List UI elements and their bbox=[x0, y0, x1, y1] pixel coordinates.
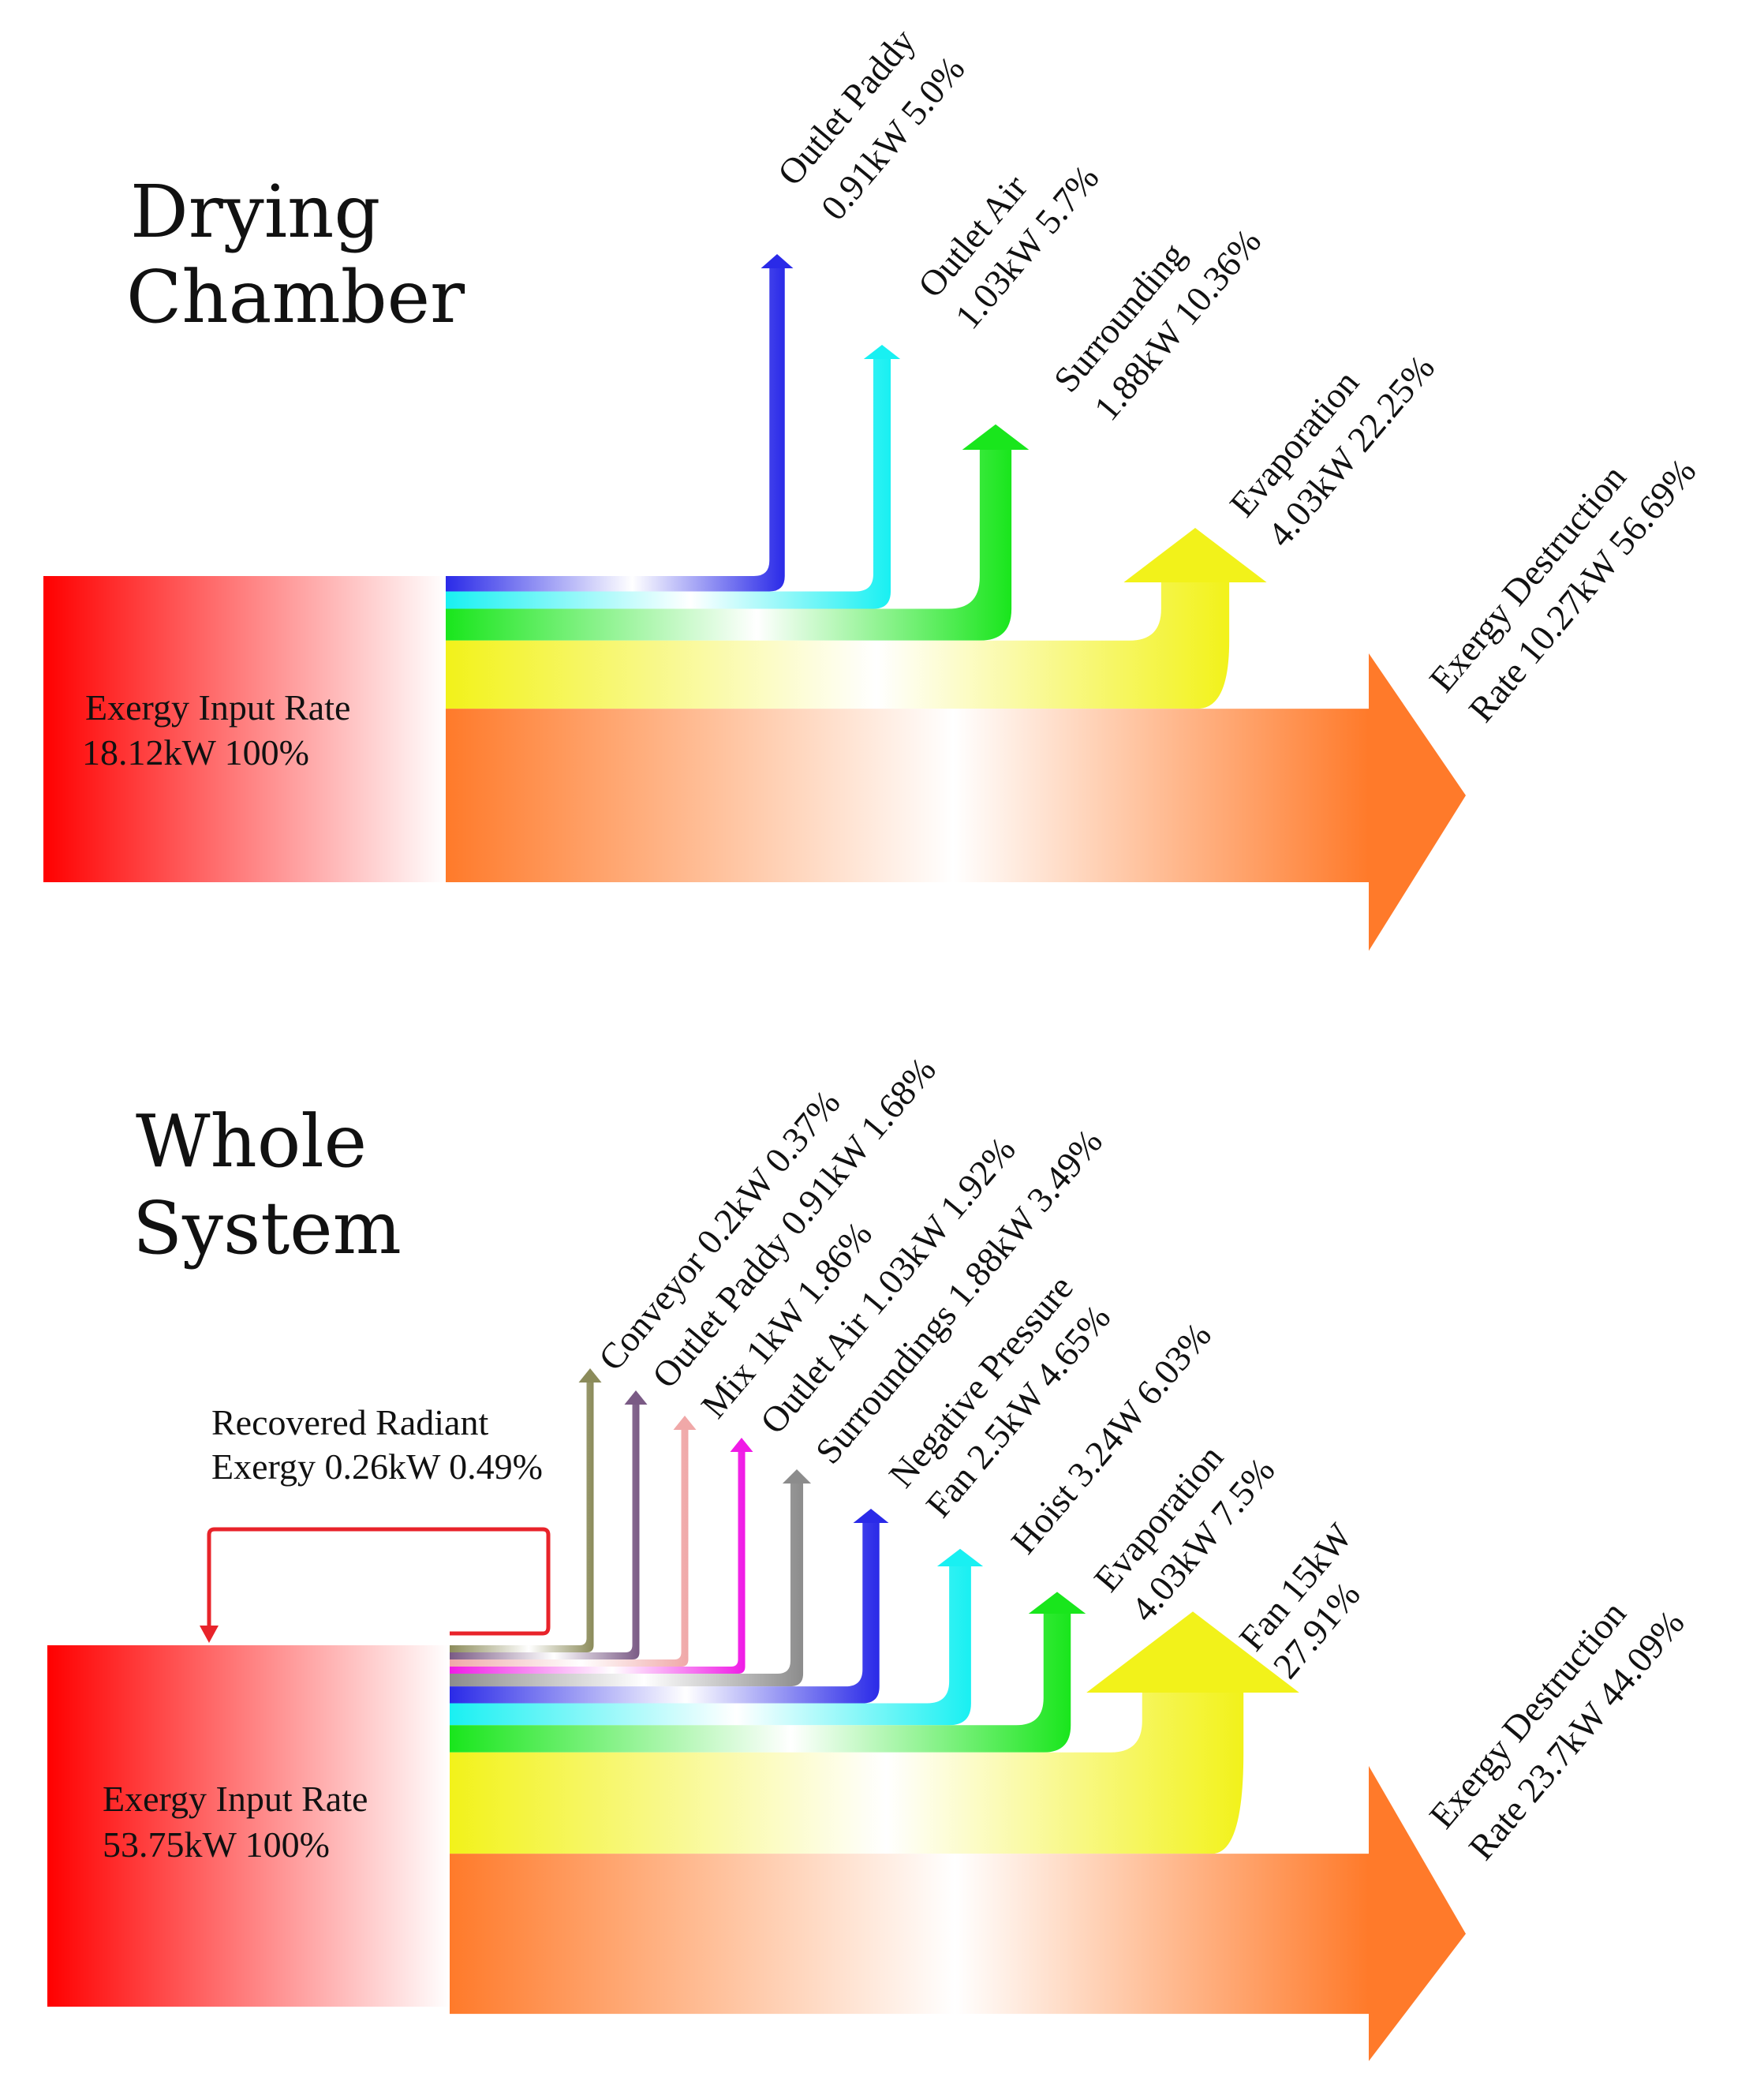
flow-evaporation bbox=[446, 582, 1230, 709]
whole-input-block bbox=[47, 1645, 450, 2007]
flow-hoist bbox=[450, 1566, 971, 1726]
drying-chamber-diagram: Drying Chamber Exergy Input Rate 18.12kW… bbox=[43, 21, 1703, 951]
arrowhead-surroundings bbox=[782, 1469, 812, 1484]
drying-title-line1: Drying bbox=[130, 170, 380, 254]
drying-input-value: 18.12kW 100% bbox=[82, 732, 309, 773]
arrowhead-hoist bbox=[936, 1548, 984, 1566]
arrowhead-surrounding bbox=[962, 424, 1030, 450]
flow-evaporation bbox=[450, 1614, 1071, 1753]
flow-fan bbox=[450, 1693, 1244, 1854]
whole-system-diagram: Whole System Recovered Radiant Exergy 0.… bbox=[47, 1050, 1692, 2061]
flow-surrounding bbox=[446, 450, 1012, 641]
whole-title-line1: Whole bbox=[136, 1099, 367, 1184]
drying-input-label: Exergy Input Rate bbox=[85, 687, 350, 728]
arrowhead-negative-pressure-fan bbox=[853, 1509, 889, 1523]
arrowhead-outlet-air bbox=[730, 1438, 753, 1452]
arrowhead-outlet-air bbox=[863, 345, 901, 359]
recovered-label-1: Recovered Radiant bbox=[211, 1402, 488, 1442]
arrowhead-evaporation bbox=[1123, 527, 1267, 582]
whole-input-label: Exergy Input Rate bbox=[103, 1779, 368, 1819]
whole-system-flows bbox=[200, 1368, 1466, 2061]
whole-title-line2: System bbox=[133, 1186, 402, 1270]
flow-exergy-destruction bbox=[450, 1766, 1466, 2061]
flow-outlet-paddy bbox=[450, 1405, 640, 1659]
drying-input-block bbox=[43, 576, 446, 882]
arrowhead-evaporation bbox=[1028, 1592, 1086, 1614]
flow-exergy-destruction bbox=[446, 653, 1466, 951]
flow-outlet-air bbox=[446, 359, 891, 609]
arrowhead-conveyor bbox=[578, 1368, 602, 1382]
arrowhead-fan bbox=[1086, 1611, 1299, 1693]
drying-title-line2: Chamber bbox=[126, 255, 465, 339]
drying-flows bbox=[446, 254, 1466, 951]
whole-input-value: 53.75kW 100% bbox=[103, 1824, 330, 1865]
flow-outlet-paddy bbox=[446, 268, 785, 592]
arrowhead-mix bbox=[673, 1416, 697, 1430]
flow-recovered-radiant bbox=[207, 1527, 551, 1636]
arrowhead-outlet-paddy bbox=[624, 1390, 648, 1405]
arrowhead-outlet-paddy bbox=[761, 254, 794, 268]
arrowhead-recovered-radiant bbox=[200, 1626, 219, 1643]
recovered-label-2: Exergy 0.26kW 0.49% bbox=[211, 1446, 543, 1487]
whole-label-hoist: Hoist 3.24W 6.03% bbox=[1003, 1315, 1219, 1561]
